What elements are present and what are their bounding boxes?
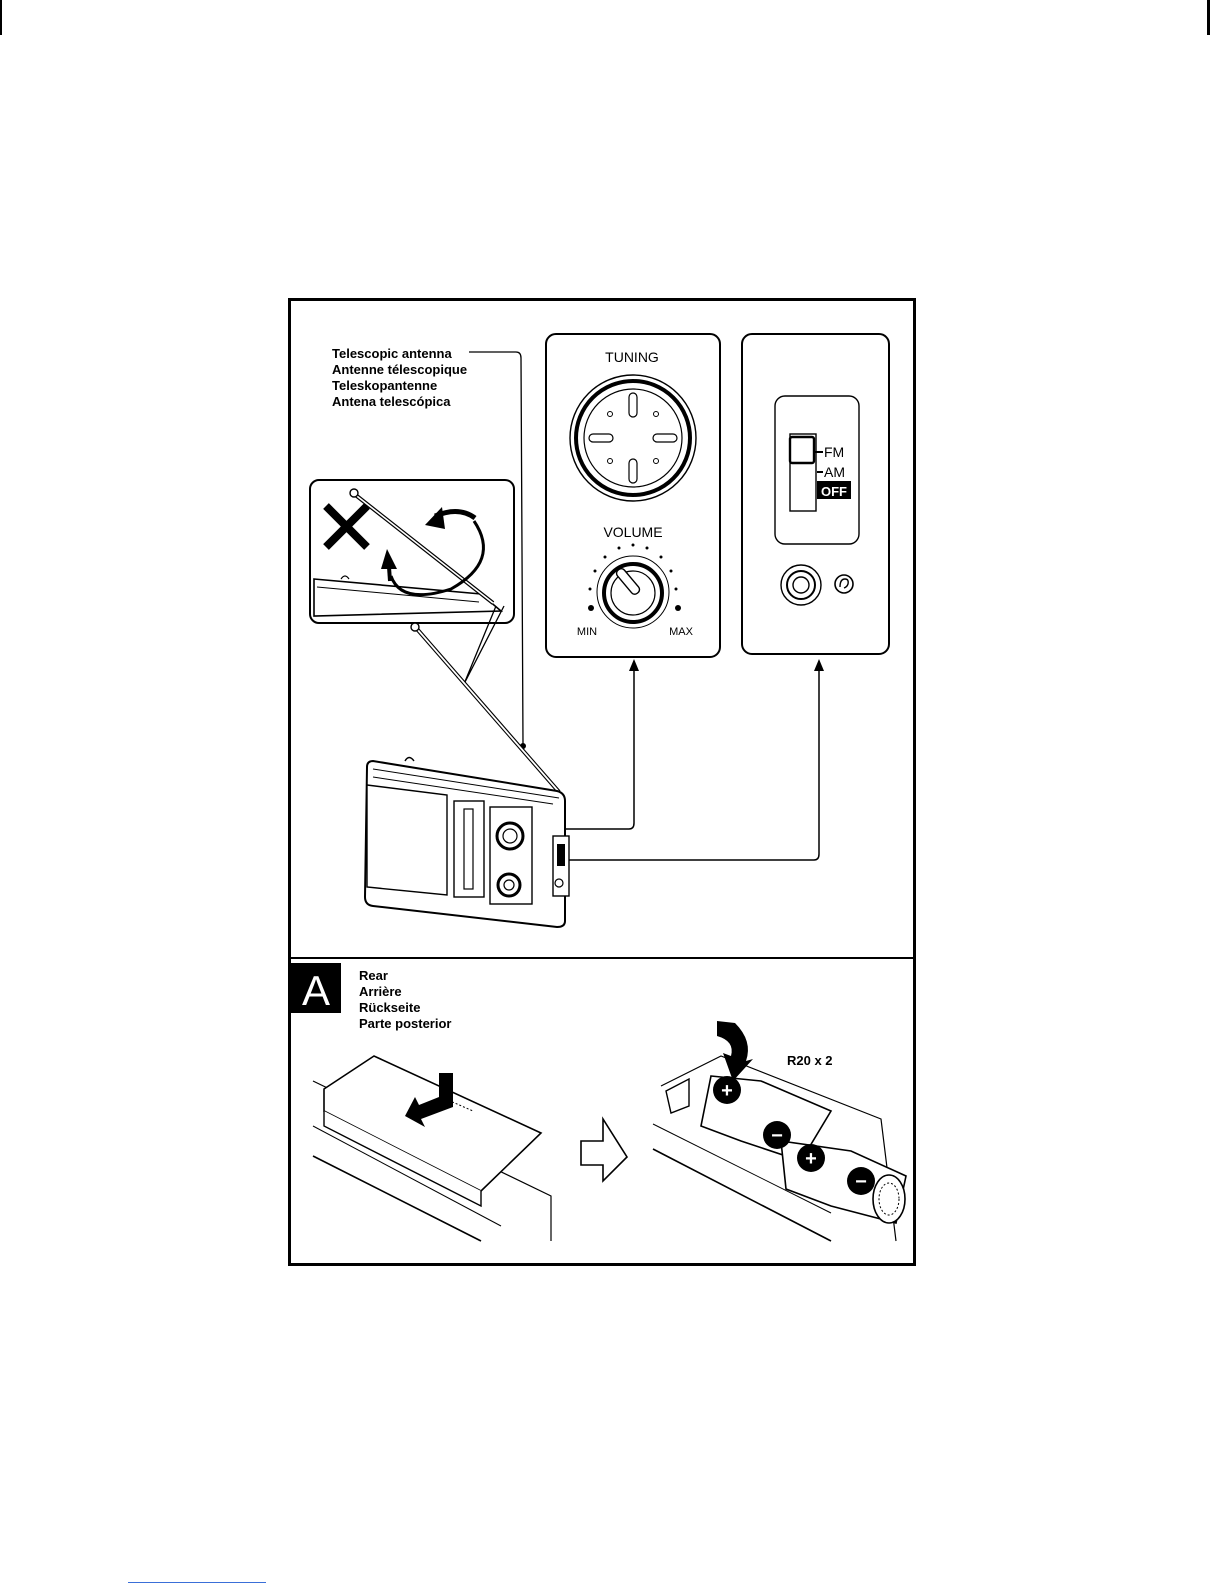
antenna-label-en: Telescopic antenna	[332, 346, 452, 361]
section-a-label-de: Rückseite	[359, 1000, 420, 1015]
up-arrow-switch	[814, 659, 824, 671]
headphone-jack	[781, 565, 821, 605]
band-switch-panel: FM AM OFF	[742, 334, 889, 654]
battery-minus-symbol-1: −	[771, 1125, 783, 1147]
tuning-title: TUNING	[605, 349, 659, 365]
right-arrow-icon	[581, 1119, 627, 1181]
antenna-label-fr: Antenne télescopique	[332, 362, 467, 377]
tuning-volume-panel: TUNING VOLUME	[546, 334, 720, 657]
headphone-icon	[835, 575, 853, 593]
figure-frame: Telescopic antenna Antenne télescopique …	[288, 298, 916, 1266]
volume-title: VOLUME	[603, 524, 662, 540]
battery-spec-label: R20 x 2	[787, 1053, 833, 1068]
figure-drawing: Telescopic antenna Antenne télescopique …	[291, 301, 913, 1263]
battery-plus-symbol-1: +	[721, 1080, 733, 1102]
connector-arrows	[532, 659, 824, 860]
up-arrow-tuning	[629, 659, 639, 671]
left-edge-mark	[0, 0, 2, 35]
section-a-label-en: Rear	[359, 968, 388, 983]
antenna-label-es: Antena telescópica	[332, 394, 451, 409]
tuning-knob	[570, 375, 696, 501]
section-a-label-es: Parte posterior	[359, 1016, 451, 1031]
band-switch-knob	[790, 437, 814, 463]
volume-max-label: MAX	[669, 626, 694, 638]
section-a-header: A Rear Arrière Rückseite Parte posterior	[291, 963, 451, 1031]
antenna-warning-inset	[310, 480, 514, 623]
section-a-letter: A	[302, 967, 330, 1014]
band-am-label: AM	[824, 464, 845, 480]
battery-plus-symbol-2: +	[805, 1148, 817, 1170]
section-a-label-fr: Arrière	[359, 984, 402, 999]
battery-cover-illustration	[313, 1056, 551, 1241]
band-off-label: OFF	[821, 484, 847, 499]
band-fm-label: FM	[824, 444, 844, 460]
battery-compartment-illustration: + − + − R20 x 2	[653, 1021, 906, 1241]
insert-arrow-icon	[717, 1021, 753, 1081]
radio-illustration	[365, 623, 569, 927]
volume-min-label: MIN	[577, 626, 597, 638]
bottom-edge-mark	[128, 1582, 266, 1583]
antenna-label-de: Teleskopantenne	[332, 378, 437, 393]
right-edge-mark	[1207, 0, 1210, 35]
battery-minus-symbol-2: −	[855, 1171, 867, 1193]
